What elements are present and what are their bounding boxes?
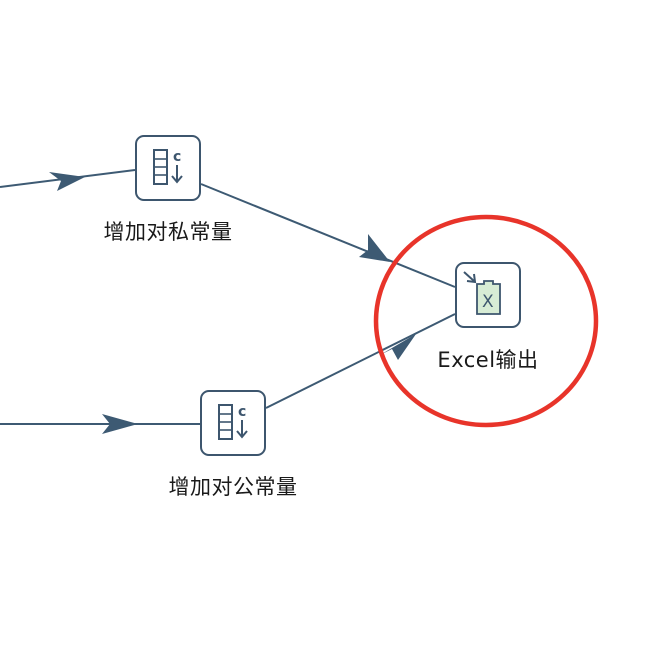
hop-arrow-icon: [380, 334, 416, 360]
highlight-circle: [373, 214, 599, 428]
excel-output-icon: X: [463, 271, 501, 315]
add-constants-icon: c: [218, 404, 248, 440]
step-label-private-constants: 增加对私常量: [103, 220, 233, 244]
hop-public-to-excel[interactable]: [265, 313, 456, 409]
add-constants-icon: c: [153, 149, 183, 185]
hop-private-to-excel[interactable]: [200, 183, 456, 288]
svg-text:c: c: [238, 404, 246, 420]
hop-arrow-icon: [102, 414, 138, 434]
step-add-public-constants[interactable]: c: [200, 390, 266, 456]
step-label-public-constants: 增加对公常量: [168, 475, 298, 499]
hop-to-public-constant[interactable]: [0, 414, 200, 434]
hop-to-private-constant[interactable]: [0, 169, 136, 191]
hop-arrow-icon: [359, 234, 390, 262]
hop-arrow-icon: [49, 172, 85, 191]
step-excel-output[interactable]: X: [455, 262, 521, 328]
svg-text:X: X: [482, 292, 494, 312]
step-label-excel-output: Excel输出: [437, 348, 539, 372]
svg-text:c: c: [173, 149, 181, 165]
step-add-private-constants[interactable]: c: [135, 135, 201, 201]
